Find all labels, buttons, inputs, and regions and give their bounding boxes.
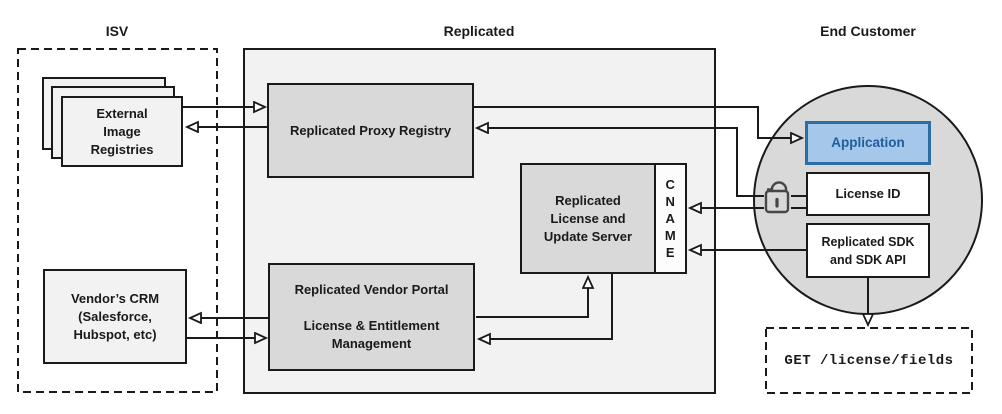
unlock-icon (764, 181, 790, 214)
section-label-isv: ISV (105, 23, 129, 39)
node-license-id: License ID (806, 172, 930, 216)
node-vendors-crm: Vendor’s CRM (Salesforce, Hubspot, etc) (43, 269, 187, 364)
node-application: Application (805, 121, 931, 165)
section-label-end-customer: End Customer (820, 23, 916, 39)
arrow-license-server-to-portal (479, 274, 613, 339)
connectors (183, 107, 868, 339)
arrow-license-id-to-proxy (477, 128, 764, 197)
section-label-replicated: Replicated (443, 23, 515, 39)
node-replicated-sdk: Replicated SDK and SDK API (806, 223, 930, 278)
arrow-portal-to-license-server (476, 277, 588, 318)
node-replicated-license-update-server: Replicated License and Update Server (520, 163, 656, 274)
node-external-image-registries: External Image Registries (61, 96, 183, 167)
node-replicated-proxy-registry: Replicated Proxy Registry (267, 83, 474, 178)
arrow-proxy-to-application (474, 106, 802, 138)
node-replicated-vendor-portal: Replicated Vendor Portal License & Entit… (268, 263, 475, 371)
get-license-fields-box (765, 327, 973, 394)
node-cname: C N A M E (654, 163, 687, 274)
node-get-license-fields: GET /license/fields (784, 352, 954, 369)
